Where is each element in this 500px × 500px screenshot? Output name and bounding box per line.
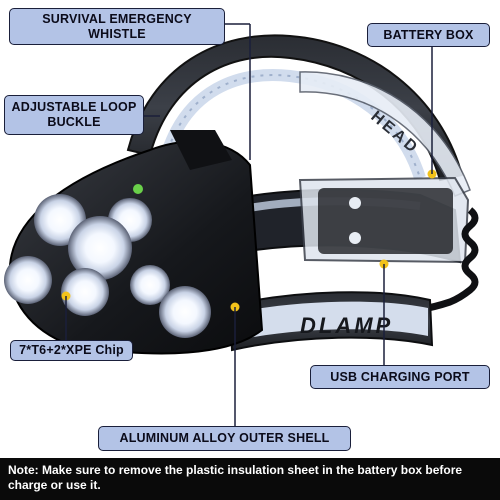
led <box>61 268 109 316</box>
front-strap-label: DLAMP <box>300 313 393 338</box>
callout-adjustable-buckle: ADJUSTABLE LOOP BUCKLE <box>4 95 144 135</box>
callout-survival-whistle: SURVIVAL EMERGENCY WHISTLE <box>9 8 225 45</box>
led <box>4 256 52 304</box>
led <box>68 216 132 280</box>
callout-outer-shell: ALUMINUM ALLOY OUTER SHELL <box>98 426 351 451</box>
led <box>159 286 211 338</box>
callout-usb-port: USB CHARGING PORT <box>310 365 490 389</box>
insulation-note: Note: Make sure to remove the plastic in… <box>0 458 500 500</box>
leader-lines <box>65 23 433 426</box>
headlamp-product-photo: HEAD DLAMP <box>4 23 479 426</box>
front-strap <box>228 291 434 352</box>
led-array <box>4 194 211 338</box>
callout-chip: 7*T6+2*XPE Chip <box>10 340 133 361</box>
led <box>130 265 170 305</box>
battery-box <box>298 176 470 264</box>
callout-battery-box: BATTERY BOX <box>367 23 490 47</box>
coiled-cable <box>389 207 479 316</box>
